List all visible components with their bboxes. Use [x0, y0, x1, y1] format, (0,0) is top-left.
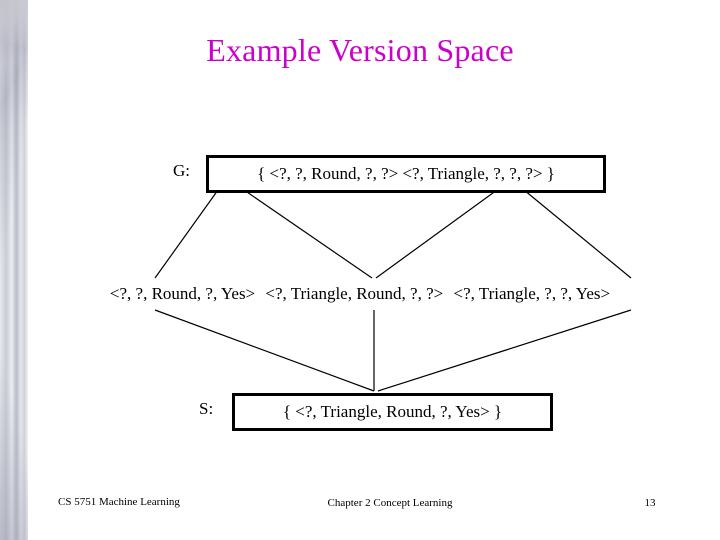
- hypothesis-item: <?, Triangle, Round, ?, ?>: [265, 284, 444, 303]
- hypothesis-item: <?, Triangle, ?, ?, Yes>: [453, 284, 611, 303]
- general-boundary-label: G:: [173, 161, 190, 180]
- footer-page-number: 13: [644, 497, 656, 509]
- middle-hypotheses-row: <?, ?, Round, ?, Yes> <?, Triangle, Roun…: [0, 284, 720, 304]
- hypothesis-item: <?, ?, Round, ?, Yes>: [109, 284, 256, 303]
- footer-course: CS 5751 Machine Learning: [58, 496, 180, 508]
- general-boundary-box: { <?, ?, Round, ?, ?> <?, Triangle, ?, ?…: [206, 155, 606, 193]
- page-title: Example Version Space: [206, 32, 514, 68]
- specific-boundary-box: { <?, Triangle, Round, ?, Yes> }: [232, 393, 553, 431]
- decorative-left-strip: [0, 0, 28, 540]
- footer-chapter: Chapter 2 Concept Learning: [327, 497, 453, 509]
- specific-boundary-label: S:: [199, 399, 214, 418]
